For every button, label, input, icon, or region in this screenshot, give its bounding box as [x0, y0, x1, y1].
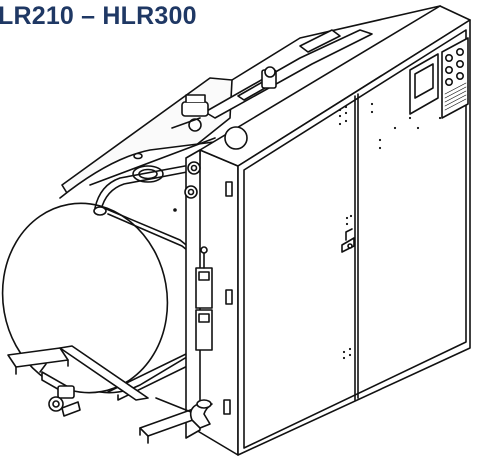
tank-end-cap	[1, 202, 169, 394]
inlet-elbow	[189, 399, 213, 429]
relief-valve-piping	[171, 29, 373, 132]
model-range-title: LR210 – HLR300	[0, 2, 197, 30]
top-vent-hole	[224, 126, 248, 150]
control-panel	[409, 37, 469, 119]
cabinet-front	[199, 5, 471, 456]
cabinet-side-panel	[184, 149, 239, 456]
rating-label	[444, 82, 467, 111]
door-handle[interactable]	[341, 228, 355, 253]
base-rails	[7, 345, 205, 444]
relief-valve	[181, 101, 209, 117]
drain-valve	[39, 363, 81, 417]
indicator-lights	[444, 47, 464, 87]
